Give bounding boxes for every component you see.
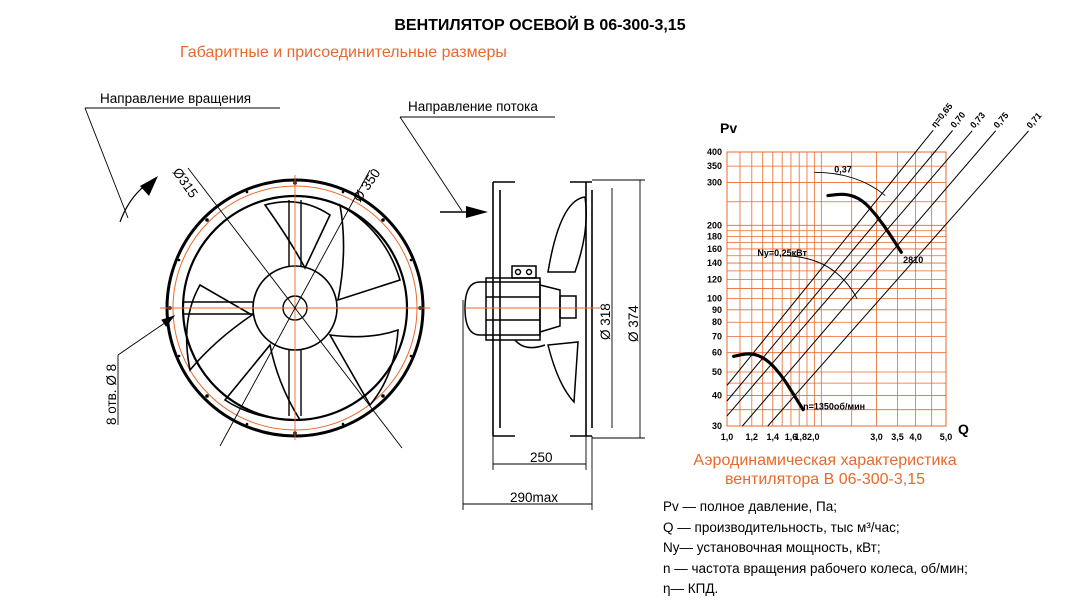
- side-vertical-dims: [592, 179, 645, 439]
- y-tick-label: 60: [712, 348, 722, 358]
- efficiency-line: [726, 130, 953, 402]
- performance-curve: [732, 352, 805, 412]
- x-tick-label: 1,82,0: [794, 432, 819, 442]
- chart-grid: [726, 151, 947, 427]
- diameter-leaders: [187, 167, 403, 449]
- efficiency-line: [767, 130, 1029, 427]
- side-view: [399, 116, 645, 510]
- legend-item: Q — производительность, тыс м³/час;: [663, 519, 900, 535]
- chart-series: [732, 171, 903, 412]
- x-tick-label: 1,0: [721, 432, 734, 442]
- x-tick-label: 3,0: [870, 432, 883, 442]
- dim-length-290: 290max: [510, 490, 559, 505]
- x-tick-label: 5,0: [940, 432, 953, 442]
- power-arc: [782, 255, 858, 299]
- flow-arrow-icon: [399, 116, 555, 218]
- chart-caption-line1: Аэродинамическая характеристика: [693, 452, 957, 469]
- efficiency-line: [742, 130, 997, 427]
- y-tick-label: 80: [712, 317, 722, 327]
- chart-y-label: Pv: [720, 120, 738, 136]
- chart-caption: Аэродинамическая характеристика вентилят…: [660, 451, 990, 489]
- efficiency-line-label: 0,71: [1025, 111, 1044, 131]
- x-tick-label: 1,4: [767, 432, 780, 442]
- legend-item: η— КПД.: [663, 581, 719, 596]
- y-tick-label: 350: [707, 161, 722, 171]
- rotation-direction-label: Направление вращения: [100, 91, 252, 106]
- page-title: ВЕНТИЛЯТОР ОСЕВОЙ В 06-300-3,15: [394, 17, 686, 34]
- chart-x-label: Q: [958, 421, 969, 437]
- y-tick-label: 40: [712, 391, 722, 401]
- impeller-blades: [185, 200, 401, 421]
- chart-annotation: n=1350об/мин: [803, 402, 865, 412]
- y-tick-label: 30: [712, 421, 722, 431]
- y-tick-label: 160: [707, 244, 722, 254]
- x-tick-label: 1,2: [746, 432, 759, 442]
- efficiency-line: [726, 130, 973, 417]
- legend-item: n — частота вращения рабочего колеса, об…: [663, 560, 968, 576]
- y-tick-label: 180: [707, 231, 722, 241]
- y-tick-label: 300: [707, 177, 722, 187]
- page-subtitle: Габаритные и присоединительные размеры: [180, 44, 507, 61]
- power-arc: [814, 171, 886, 196]
- efficiency-line-label: 0,73: [968, 110, 987, 130]
- efficiency-line: [726, 129, 934, 386]
- flow-direction-label: Направление потока: [408, 99, 538, 114]
- holes-leader: [117, 315, 176, 425]
- support-struts: [183, 200, 302, 416]
- chart-annotation: Ny=0,25кВт: [757, 248, 807, 258]
- chart-frame: [726, 151, 947, 427]
- side-horizontal-dims: [462, 300, 593, 510]
- legend: Pv — полное давление, Па; Q — производит…: [663, 497, 968, 600]
- chart-annotation: 2810: [903, 255, 923, 265]
- dim-holes: 8 отв. Ø 8: [104, 363, 119, 425]
- y-tick-label: 140: [707, 258, 722, 268]
- y-tick-label: 50: [712, 367, 722, 377]
- dim-diameter-374: Ø 374: [626, 305, 641, 342]
- front-view: [84, 107, 430, 449]
- legend-item: Ny— установочная мощность, кВт;: [663, 540, 881, 555]
- chart-caption-line2: вентилятора В 06-300-3,15: [724, 471, 925, 488]
- y-tick-label: 400: [707, 147, 722, 157]
- y-tick-label: 70: [712, 331, 722, 341]
- housing-profile: [492, 181, 593, 437]
- x-tick-label: 3,5: [891, 432, 904, 442]
- x-tick-label: 4,0: [909, 432, 922, 442]
- dim-length-250: 250: [530, 450, 553, 465]
- chart-annotation: 0,37: [834, 164, 852, 174]
- y-tick-label: 100: [707, 294, 722, 304]
- dim-diameter-318: Ø 318: [598, 303, 613, 340]
- y-tick-label: 200: [707, 220, 722, 230]
- rotation-arrow-icon: [84, 107, 280, 223]
- efficiency-line-label: 0,75: [992, 110, 1011, 130]
- y-tick-label: 120: [707, 274, 722, 284]
- x-tick-label: 1,6: [785, 432, 798, 442]
- performance-curve: [826, 192, 903, 254]
- legend-item: Pv — полное давление, Па;: [663, 499, 837, 514]
- efficiency-line-label: 0,70: [948, 110, 967, 130]
- motor: [464, 265, 577, 349]
- y-tick-label: 90: [712, 305, 722, 315]
- blade-profile: [547, 196, 587, 404]
